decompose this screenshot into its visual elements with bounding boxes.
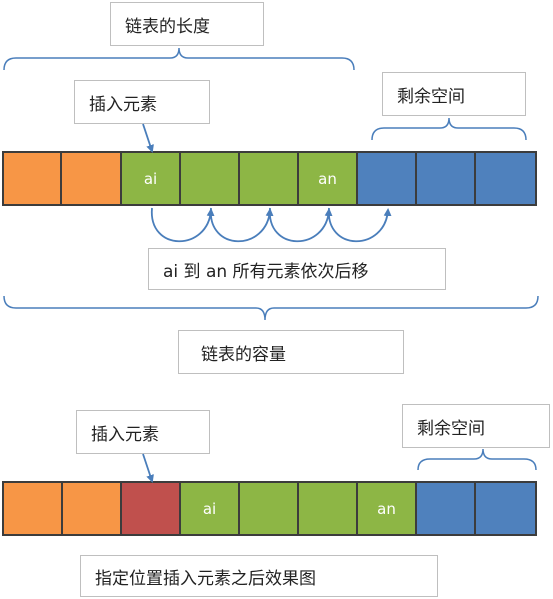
top-cell-7 — [415, 151, 476, 206]
length-label: 链表的长度 — [125, 16, 210, 37]
bottom-cell-4 — [238, 481, 299, 536]
shift-arrow-3 — [269, 207, 333, 243]
top-ai-label: ai — [143, 169, 158, 188]
bottom-cell-0 — [2, 481, 63, 536]
top-cell-3 — [179, 151, 240, 206]
top-cell-8 — [474, 151, 537, 206]
shift-label-box: ai 到 an 所有元素依次后移 — [148, 248, 446, 290]
result-label: 指定位置插入元素之后效果图 — [95, 568, 316, 589]
remaining-space-label: 剩余空间 — [397, 86, 465, 107]
capacity-label: 链表的容量 — [201, 344, 286, 365]
top-an-label: an — [318, 169, 337, 188]
bottom-an-label: an — [377, 499, 396, 518]
shift-arrow-1 — [151, 207, 215, 243]
bottom-insert-arrow — [142, 453, 154, 483]
top-cell-4 — [238, 151, 299, 206]
remaining-brace — [371, 117, 527, 141]
bottom-cell-an: an — [356, 481, 417, 536]
bottom-ai-label: ai — [202, 499, 217, 518]
shift-arrow-2 — [210, 207, 274, 243]
length-label-box: 链表的长度 — [110, 2, 264, 46]
bottom-cell-ai: ai — [179, 481, 240, 536]
length-brace — [3, 47, 355, 71]
shift-label: ai 到 an 所有元素依次后移 — [163, 261, 369, 282]
shift-arrows — [151, 207, 392, 243]
remaining-space-label-box: 剩余空间 — [382, 72, 526, 116]
bottom-remaining-brace — [417, 448, 537, 471]
capacity-brace — [3, 295, 539, 321]
bottom-remaining-space-label: 剩余空间 — [417, 418, 485, 439]
insert-element-label: 插入元素 — [89, 94, 157, 115]
bottom-insert-element-label: 插入元素 — [91, 424, 159, 445]
top-cell-1 — [60, 151, 122, 206]
capacity-label-box: 链表的容量 — [178, 330, 404, 374]
insert-arrow — [142, 123, 154, 153]
bottom-cell-7 — [415, 481, 476, 536]
bottom-insert-element-label-box: 插入元素 — [76, 410, 210, 454]
bottom-cell-5 — [297, 481, 358, 536]
top-cell-6 — [356, 151, 417, 206]
result-label-box: 指定位置插入元素之后效果图 — [80, 555, 438, 597]
bottom-remaining-space-label-box: 剩余空间 — [402, 404, 550, 448]
bottom-cell-8 — [474, 481, 537, 536]
insert-element-label-box: 插入元素 — [74, 80, 210, 124]
shift-arrow-4 — [328, 207, 392, 243]
